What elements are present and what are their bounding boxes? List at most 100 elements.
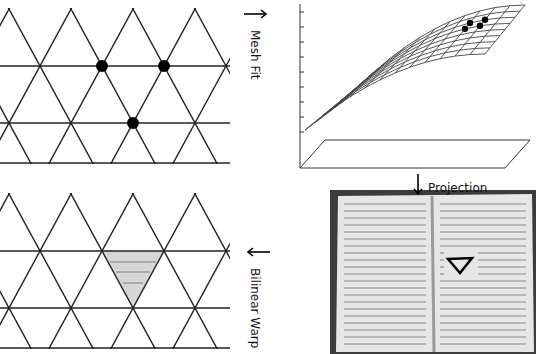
axis-tick <box>300 57 304 58</box>
mesh-line <box>335 71 375 107</box>
text-line <box>440 203 526 204</box>
text-line <box>440 273 444 274</box>
mesh-points <box>96 60 170 129</box>
axis-tick <box>300 42 304 43</box>
mesh-line <box>345 5 525 100</box>
mesh-line <box>0 162 230 163</box>
photo-background <box>330 190 536 354</box>
text-line <box>440 287 526 288</box>
mesh-line <box>0 65 230 66</box>
mesh-line <box>117 193 230 349</box>
text-line <box>478 273 526 274</box>
text-line <box>344 203 426 204</box>
axis-tick <box>300 27 304 28</box>
mesh-point <box>477 23 483 29</box>
text-line <box>440 280 526 281</box>
projected-triangle <box>448 258 472 273</box>
text-line <box>344 329 426 330</box>
text-line <box>344 280 426 281</box>
mesh-line <box>0 193 211 349</box>
axis-tick <box>300 87 304 88</box>
mesh-line <box>0 193 211 349</box>
mesh-line <box>365 47 405 88</box>
mesh-line <box>320 36 500 119</box>
mesh-line <box>55 8 230 164</box>
mesh-line <box>117 8 230 164</box>
mesh-line <box>0 8 211 164</box>
mesh-line <box>0 193 87 349</box>
text-line <box>344 238 426 239</box>
mesh-line <box>55 8 230 164</box>
vertical-axis <box>300 4 301 168</box>
text-line <box>344 294 426 295</box>
text-line <box>440 217 526 218</box>
text-line <box>344 252 426 253</box>
text-line <box>440 252 444 253</box>
mesh-line <box>55 193 230 349</box>
axis-tick <box>300 102 304 103</box>
text-line <box>440 329 526 330</box>
text-line <box>440 301 526 302</box>
text-line <box>440 343 526 344</box>
mesh-line <box>0 347 230 348</box>
text-line <box>440 259 444 260</box>
mesh-point <box>467 20 473 26</box>
mesh-line <box>410 22 450 68</box>
text-line <box>344 308 426 309</box>
mesh-line <box>179 8 230 164</box>
warped-patch <box>102 251 164 308</box>
mesh-line <box>0 193 149 349</box>
page-text-lines <box>344 204 526 344</box>
text-line <box>478 259 526 260</box>
text-line <box>478 266 526 267</box>
text-line <box>440 245 526 246</box>
mesh-line <box>380 37 420 80</box>
mesh-line <box>395 29 435 73</box>
mesh-line <box>0 193 87 349</box>
mesh-line <box>0 8 149 164</box>
text-line <box>440 315 526 316</box>
axis-tick <box>300 72 304 73</box>
mesh-line <box>179 193 230 349</box>
fitted-mesh <box>305 5 525 130</box>
mesh-line <box>350 58 390 96</box>
text-line <box>344 231 426 232</box>
book-page <box>336 194 534 352</box>
mesh-line <box>485 5 525 54</box>
mesh-line <box>117 8 230 164</box>
mesh-line <box>0 8 87 164</box>
text-line <box>344 273 426 274</box>
book-gutter <box>432 196 434 352</box>
mesh-line <box>440 11 480 59</box>
mesh-line <box>179 8 230 164</box>
label-holder: Bilinear Warp <box>247 268 265 348</box>
axis-tick <box>300 12 304 13</box>
text-line <box>440 224 526 225</box>
mesh-line <box>310 48 490 126</box>
mesh-line <box>425 16 465 63</box>
step-label: Bilinear Warp <box>248 268 262 348</box>
mesh-line <box>0 250 230 251</box>
text-line <box>440 238 526 239</box>
base-plane <box>300 140 530 168</box>
text-line <box>440 266 444 267</box>
text-line <box>344 343 426 344</box>
text-line <box>344 259 426 260</box>
mesh-line <box>0 8 211 164</box>
mesh-line <box>305 54 485 130</box>
text-line <box>344 266 426 267</box>
mesh-point <box>482 17 488 23</box>
mesh-points <box>462 17 488 33</box>
mesh-line <box>117 193 230 349</box>
text-line <box>344 217 426 218</box>
axis-tick <box>300 117 304 118</box>
text-line <box>344 287 426 288</box>
mesh-line <box>179 193 230 349</box>
mesh-line <box>305 100 345 130</box>
mesh-line <box>325 30 505 116</box>
axis-ticks <box>300 12 304 132</box>
text-line <box>440 294 526 295</box>
text-line <box>344 322 426 323</box>
arrows <box>244 10 422 256</box>
